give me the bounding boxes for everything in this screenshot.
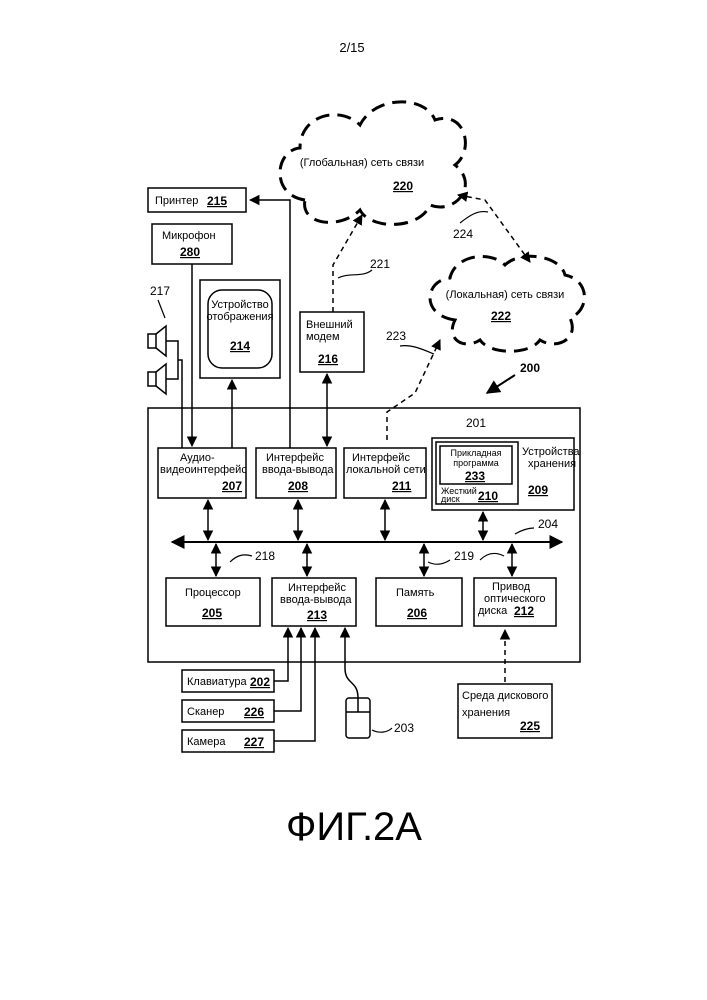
ref-204: 204 [538, 517, 558, 531]
global-network-cloud: (Глобальная) сеть связи 220 [280, 102, 465, 225]
local-network-cloud: (Локальная) сеть связи 222 [430, 256, 584, 351]
optical-number: 212 [514, 604, 534, 618]
local-network-label: (Локальная) сеть связи [446, 289, 565, 301]
disk-media-label-1: Среда дискового [462, 690, 548, 702]
printer-label: Принтер [155, 195, 198, 207]
camera-box: Камера 227 [182, 730, 274, 752]
microphone-number: 280 [180, 245, 200, 259]
storage-number: 209 [528, 483, 548, 497]
printer-box: Принтер 215 [148, 188, 246, 212]
disk-media-number: 225 [520, 719, 540, 733]
scanner-box: Сканер 226 [182, 700, 274, 722]
ref-203: 203 [394, 721, 414, 735]
io-213-label-2: ввода-вывода [280, 594, 352, 606]
ref-201: 201 [466, 416, 486, 430]
io-213-number: 213 [307, 608, 327, 622]
disk-media-label-2: хранения [462, 707, 510, 719]
io-interface-213-box: Интерфейс ввода-вывода 213 [272, 578, 356, 626]
app-program-label-1: Прикладная [451, 448, 502, 458]
printer-number: 215 [207, 194, 227, 208]
app-program-number: 233 [465, 469, 485, 483]
display-number: 214 [230, 339, 250, 353]
scanner-number: 226 [244, 705, 264, 719]
display-label-1: Устройство [211, 299, 269, 311]
memory-number: 206 [407, 606, 427, 620]
optical-label-1: Привод [492, 581, 531, 593]
lan-label-2: локальной сети [346, 464, 426, 476]
storage-label-2: хранения [528, 458, 576, 470]
keyboard-label: Клавиатура [187, 676, 247, 688]
ref-219: 219 [454, 549, 474, 563]
av-interface-label-2: видеоинтерфейс [160, 464, 247, 476]
speakers-icon [148, 326, 178, 394]
scanner-label: Сканер [187, 706, 224, 718]
modem-box: Внешний модем 216 [300, 312, 364, 372]
hard-disk-number: 210 [478, 489, 498, 503]
keyboard-number: 202 [250, 675, 270, 689]
camera-label: Камера [187, 736, 226, 748]
io-213-label-1: Интерфейс [288, 582, 346, 594]
memory-label: Память [396, 587, 435, 599]
figure-label: ФИГ.2А [286, 805, 422, 849]
network-link-223 [387, 340, 440, 440]
ref-224: 224 [453, 227, 473, 241]
io-208-label-1: Интерфейс [266, 452, 324, 464]
modem-number: 216 [318, 352, 338, 366]
av-interface-number: 207 [222, 479, 242, 493]
io-208-number: 208 [288, 479, 308, 493]
camera-number: 227 [244, 735, 264, 749]
memory-box: Память 206 [376, 578, 462, 626]
optical-label-3: диска [478, 605, 508, 617]
av-interface-box: Аудио- видеоинтерфейс 207 [158, 448, 247, 498]
lan-number: 211 [392, 479, 412, 493]
disk-media-box: Среда дискового хранения 225 [458, 684, 552, 738]
ref-217: 217 [150, 284, 170, 298]
keyboard-box: Клавиатура 202 [182, 670, 274, 692]
ref-218: 218 [255, 549, 275, 563]
page-number: 2/15 [339, 40, 364, 55]
io-interface-208-box: Интерфейс ввода-вывода 208 [256, 448, 336, 498]
app-program-label-2: программа [453, 458, 499, 468]
global-network-number: 220 [393, 179, 413, 193]
processor-box: Процессор 205 [166, 578, 260, 626]
microphone-label: Микрофон [162, 230, 216, 242]
optical-drive-box: Привод оптического диска 212 [474, 578, 556, 626]
modem-label-2: модем [306, 331, 340, 343]
io-208-label-2: ввода-вывода [262, 464, 334, 476]
network-link-221 [333, 215, 362, 312]
display-box: Устройство отображения 214 [200, 280, 280, 378]
storage-label-1: Устройства [522, 446, 580, 458]
hard-disk-label-2: диск [441, 494, 460, 504]
mouse-icon [346, 698, 370, 738]
display-label-2: отображения [206, 311, 273, 323]
processor-number: 205 [202, 606, 222, 620]
global-network-label: (Глобальная) сеть связи [300, 157, 424, 169]
storage-box: Прикладная программа 233 Жесткий диск 21… [432, 438, 580, 510]
local-network-number: 222 [491, 309, 511, 323]
ref-221: 221 [370, 257, 390, 271]
lan-label-1: Интерфейс [352, 452, 410, 464]
modem-label-1: Внешний [306, 319, 353, 331]
microphone-box: Микрофон 280 [152, 224, 232, 264]
lan-interface-box: Интерфейс локальной сети 211 [344, 448, 426, 498]
ref-200: 200 [520, 361, 540, 375]
av-interface-label-1: Аудио- [180, 452, 215, 464]
processor-label: Процессор [185, 587, 241, 599]
ref-223: 223 [386, 329, 406, 343]
computer-enclosure [148, 408, 580, 662]
